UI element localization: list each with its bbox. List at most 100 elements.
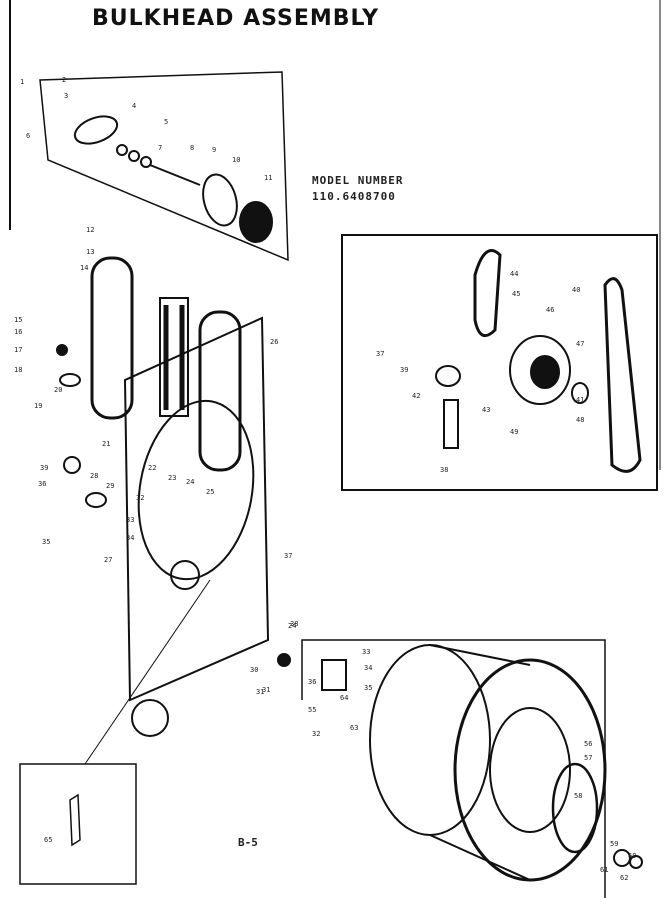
bulkhead-ring xyxy=(137,399,255,581)
callout: 37 xyxy=(376,350,384,358)
model-number-label: MODEL NUMBER xyxy=(312,174,404,187)
model-number-value: 110.6408700 xyxy=(312,190,396,203)
callout: 15 xyxy=(14,316,22,324)
motor-hub xyxy=(530,355,560,389)
callout: 16 xyxy=(14,328,22,336)
pulley xyxy=(571,382,589,404)
callout: 33 xyxy=(126,516,134,524)
callout: 8 xyxy=(190,144,194,152)
page-number: B-5 xyxy=(238,836,258,849)
callout: 23 xyxy=(168,474,176,482)
callout: 47 xyxy=(576,340,584,348)
element-housing xyxy=(198,310,242,472)
callouts-bulkhead: 27 28 29 30 31 32 33 34 35 36 37 38 39 xyxy=(38,464,298,696)
bracket xyxy=(443,399,459,449)
callout: 19 xyxy=(34,402,42,410)
callout: 65 xyxy=(44,836,52,844)
callout: 13 xyxy=(86,248,94,256)
callout: 58 xyxy=(574,792,582,800)
callout: 36 xyxy=(308,678,316,686)
inset-part xyxy=(69,793,81,847)
callout: 33 xyxy=(362,648,370,656)
callout: 5 xyxy=(164,118,168,126)
washer xyxy=(140,156,152,168)
callout: 30 xyxy=(250,666,258,674)
callout: 32 xyxy=(312,730,320,738)
callout: 31 xyxy=(262,686,270,694)
idler-pulley xyxy=(435,365,461,387)
callout: 22 xyxy=(148,464,156,472)
callout: 2 xyxy=(62,76,66,84)
callout: 18 xyxy=(14,366,22,374)
thermostat-disc xyxy=(63,456,81,474)
blower-wheel xyxy=(239,201,273,243)
inset-leader-line xyxy=(84,579,211,765)
callout: 48 xyxy=(576,416,584,424)
callout: 4 xyxy=(132,102,136,110)
callout: 34 xyxy=(364,664,372,672)
callout: 25 xyxy=(206,488,214,496)
callout: 49 xyxy=(510,428,518,436)
callout: 57 xyxy=(584,754,592,762)
shaft xyxy=(149,164,201,186)
drum-rear xyxy=(369,644,491,836)
callout: 38 xyxy=(290,620,298,628)
callout: 38 xyxy=(440,466,448,474)
callout: 27 xyxy=(104,556,112,564)
callout: 20 xyxy=(54,386,62,394)
callout: 17 xyxy=(14,346,22,354)
callouts-motor-box: 37 38 39 40 41 42 43 44 45 46 47 48 49 xyxy=(376,270,584,474)
inset-box xyxy=(19,763,137,885)
page-title: BULKHEAD ASSEMBLY xyxy=(92,6,380,31)
callout: 35 xyxy=(364,684,372,692)
callout: 62 xyxy=(620,874,628,882)
callout: 42 xyxy=(412,392,420,400)
callout: 28 xyxy=(90,472,98,480)
drum-glide xyxy=(629,855,643,869)
drum-bracket xyxy=(321,659,347,691)
callout: 36 xyxy=(38,480,46,488)
blower-assembly-panel xyxy=(39,71,289,262)
drive-belt xyxy=(473,249,502,338)
callout: 56 xyxy=(584,740,592,748)
callout: 12 xyxy=(86,226,94,234)
callout: 46 xyxy=(546,306,554,314)
callout: 39 xyxy=(400,366,408,374)
callout: 9 xyxy=(212,146,216,154)
callout: 26 xyxy=(270,338,278,346)
callout: 44 xyxy=(510,270,518,278)
callout: 41 xyxy=(576,396,584,404)
fastener xyxy=(56,344,68,356)
callout: 6 xyxy=(26,132,30,140)
drum-opening xyxy=(489,707,571,833)
callout: 24 xyxy=(288,622,296,630)
gasket xyxy=(85,492,107,508)
callout: 45 xyxy=(512,290,520,298)
drive-belt-long xyxy=(603,277,642,473)
callouts-left-middle: 12 13 14 15 16 17 18 19 20 21 22 23 24 2… xyxy=(14,226,278,496)
blower-plate xyxy=(202,173,238,227)
callout: 7 xyxy=(158,144,162,152)
callout: 55 xyxy=(308,706,316,714)
belt-loop xyxy=(90,256,134,420)
callout: 34 xyxy=(126,534,134,542)
motor-assembly-box xyxy=(341,234,658,491)
thermostat xyxy=(59,373,81,387)
bulkhead-port-lower xyxy=(131,699,169,737)
callout: 21 xyxy=(102,440,110,448)
callout: 29 xyxy=(106,482,114,490)
drum-seal xyxy=(551,762,599,854)
callouts-drum: 24 31 32 33 34 35 36 55 56 57 58 59 60 6… xyxy=(262,622,636,882)
callout: 37 xyxy=(284,552,292,560)
callout: 14 xyxy=(80,264,88,272)
callout: 1 xyxy=(20,78,24,86)
washer xyxy=(128,150,140,162)
front-bulkhead xyxy=(123,316,270,702)
drum-bottom-edge xyxy=(429,834,531,881)
drum-front xyxy=(453,658,607,882)
washer xyxy=(116,144,128,156)
callout: 63 xyxy=(350,724,358,732)
callouts-inset: 65 xyxy=(44,836,52,844)
callout: 31 xyxy=(256,688,264,696)
